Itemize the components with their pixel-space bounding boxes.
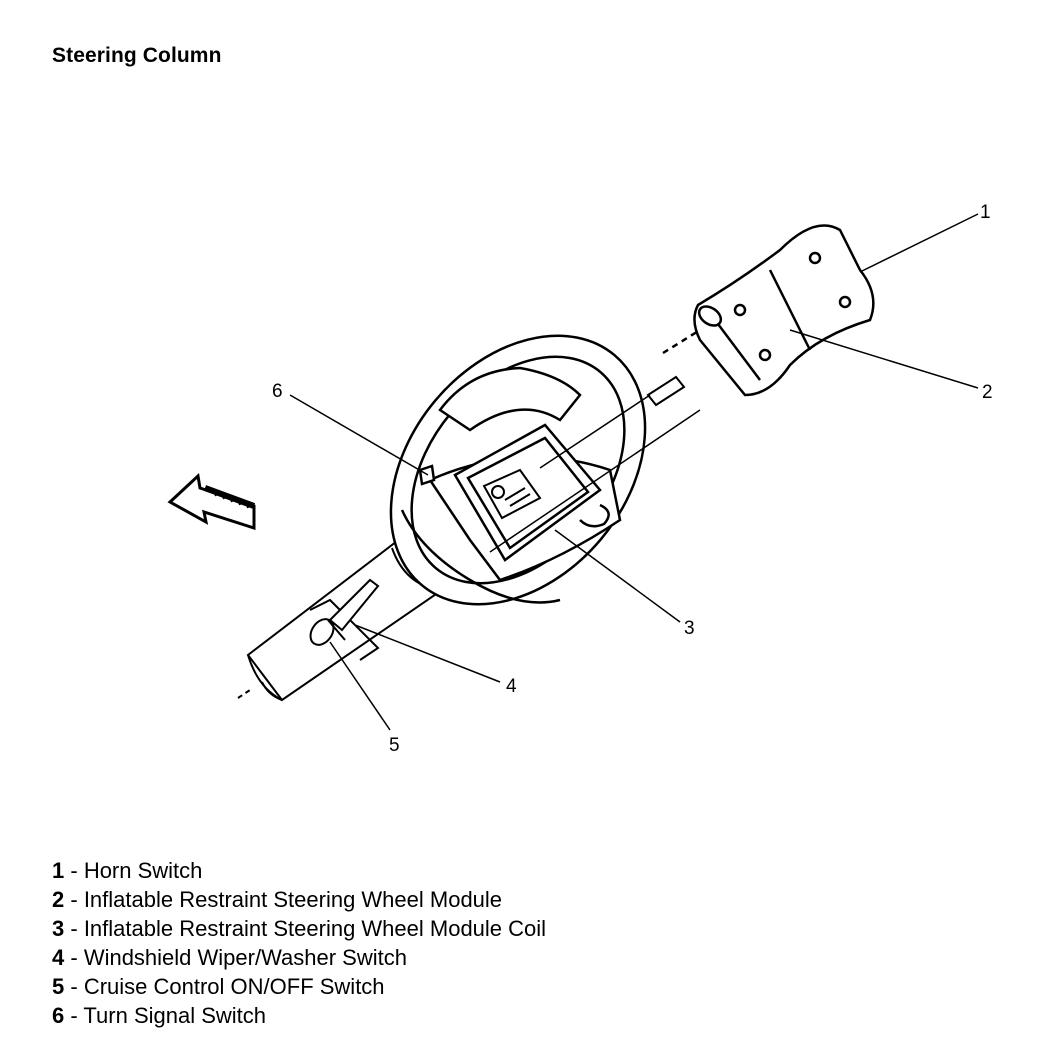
callout-1: 1 [980,202,991,223]
legend-number: 4 [52,945,65,970]
legend-number: 3 [52,916,65,941]
leader-line-3 [554,529,681,623]
callout-4: 4 [506,676,517,697]
legend-item: 3 - Inflatable Restraint Steering Wheel … [52,914,546,943]
legend-label: Turn Signal Switch [83,1003,267,1028]
legend-label: Windshield Wiper/Washer Switch [83,945,407,970]
callout-5: 5 [389,735,400,756]
steering-column-diagram: 1 2 3 4 5 6 [167,202,993,756]
leader-line-5 [329,641,391,731]
leader-lines [289,213,979,731]
legend-item: 1 - Horn Switch [52,856,546,885]
leader-line-6 [289,394,429,476]
leader-line-1 [859,213,979,273]
connector [646,375,686,407]
legend-separator: - [64,916,84,941]
legend-number: 1 [52,858,65,883]
legend-separator: - [64,945,84,970]
leader-line-2 [789,329,979,389]
legend-number: 5 [52,974,65,999]
callout-2: 2 [982,382,993,403]
direction-arrow-icon [167,473,256,531]
module-coil [482,468,542,520]
page-title: Steering Column [52,44,222,67]
legend-separator: - [64,887,84,912]
legend-label: Inflatable Restraint Steering Wheel Modu… [83,916,547,941]
callout-3: 3 [684,618,695,639]
legend-label: Cruise Control ON/OFF Switch [83,974,385,999]
legend-item: 4 - Windshield Wiper/Washer Switch [52,943,546,972]
explosion-centerline [489,394,701,553]
legend-label: Horn Switch [83,858,203,883]
legend-separator: - [64,1003,84,1028]
legend-number: 6 [52,1003,65,1028]
multifunction-lever [309,578,380,646]
airbag-module [662,224,875,397]
legend: 1 - Horn Switch 2 - Inflatable Restraint… [52,856,546,1030]
legend-item: 2 - Inflatable Restraint Steering Wheel … [52,885,546,914]
legend-separator: - [64,858,84,883]
legend-separator: - [64,974,84,999]
legend-label: Inflatable Restraint Steering Wheel Modu… [83,887,503,912]
legend-item: 5 - Cruise Control ON/OFF Switch [52,972,546,1001]
legend-number: 2 [52,887,65,912]
leader-line-4 [354,624,501,683]
callout-6: 6 [272,381,283,402]
legend-item: 6 - Turn Signal Switch [52,1001,546,1030]
